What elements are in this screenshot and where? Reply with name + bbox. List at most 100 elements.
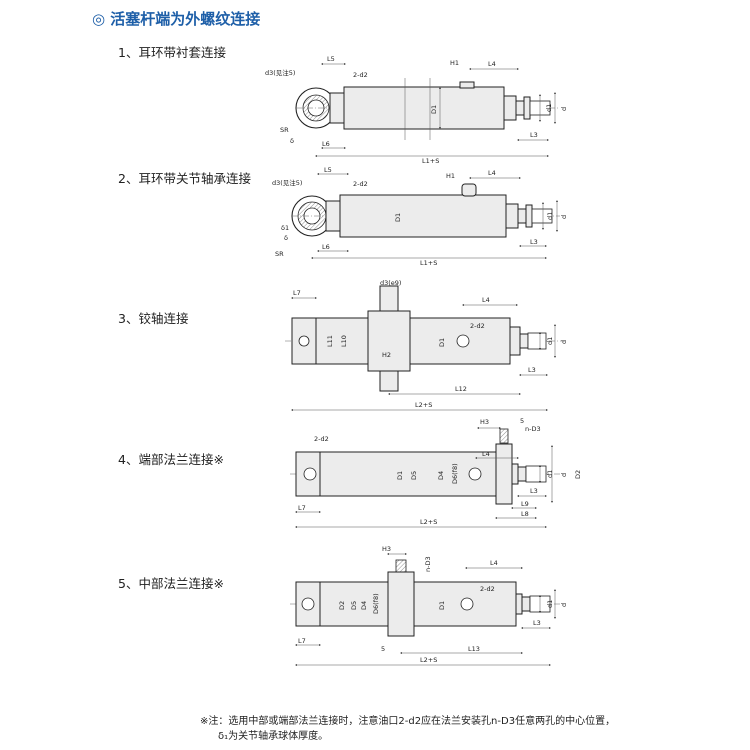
dim-L3: L3 [528,366,536,374]
section-4-label: 4、端部法兰连接※ [118,452,224,467]
section-1-label: 1、耳环带衬套连接 [118,45,226,60]
diagram-3: L7 d3(e9) L4 2-d2 L11 L10 H2 D1 d1 d L3 … [285,279,568,411]
dim-d3: d3(e9) [380,279,401,287]
section-5-label: 5、中部法兰连接※ [118,576,224,591]
dim-L7: L7 [293,289,301,297]
gland [511,463,519,485]
dim-D6: D6(f8) [372,593,380,614]
gland [505,203,519,229]
dim-L4: L4 [482,450,490,458]
gland [515,593,523,615]
dim-L6: L6 [322,140,330,148]
dim-H1: H1 [446,172,455,180]
dim-L2S: L2+S [420,518,437,526]
dim-d3: d3(见注5) [265,68,295,77]
cylinder-tube [343,86,505,130]
rod [521,596,531,612]
dim-H3: H3 [480,418,489,426]
dim-d2: 2-d2 [470,322,485,330]
gland [503,95,517,121]
dim-L5: L5 [327,55,335,63]
dim-D1: D1 [394,213,402,222]
dim-D5: D5 [350,601,358,610]
dim-L4: L4 [488,60,496,68]
dim-d1: d1 [546,337,554,345]
dim-L10: L10 [340,335,348,347]
cylinder-tube [319,581,517,627]
dim-d1: d1 [546,470,554,478]
trunnion-pin-bottom [379,370,399,392]
dim-d: d [560,107,568,111]
dim-D6: D6(f8) [451,463,459,484]
rod [515,100,525,116]
dim-L7: L7 [298,504,306,512]
dim-delta1: δ1 [281,224,289,232]
dim-L4: L4 [482,296,490,304]
dim-L5: L5 [324,166,332,174]
oil-port-rear [303,467,317,481]
dim-d1: d1 [546,600,554,608]
dim-d: d [560,215,568,219]
page-title: ◎ 活塞杆端为外螺纹连接 [92,10,261,28]
thread [527,332,547,350]
end-flange [495,443,513,505]
dim-D2: D2 [338,601,346,610]
dim-d2: 2-d2 [480,585,495,593]
section-3-label: 3、铰轴连接 [118,311,189,326]
dim-nD3: n-D3 [424,556,432,572]
dim-L1S: L1+S [420,259,437,267]
dim-D5: D5 [410,471,418,480]
dim-H1: H1 [450,59,459,67]
diagram-5: H3 n-D3 L4 2-d2 D2 D5 D4 D6(f8) D1 d1 d … [290,545,568,666]
dim-SR: SR [280,126,289,134]
dim-d1: d1 [546,212,554,220]
dim-d2: 2-d2 [353,71,368,79]
dim-D4: D4 [437,471,445,480]
note-line-2: δ₁为关节轴承球体厚度。 [218,731,329,742]
oil-port [461,183,477,197]
dim-L3: L3 [530,487,538,495]
diagram-1: d3(见注5) L5 2-d2 H1 L4 SR δ L6 L1+S L3 D1… [265,55,568,165]
oil-port-rear [301,597,315,611]
dim-L3: L3 [530,131,538,139]
middle-flange [387,571,415,637]
rod [517,208,527,224]
dim-d2: 2-d2 [314,435,329,443]
oil-port-front [468,467,482,481]
dim-D1: D1 [438,338,446,347]
dim-D1: D1 [396,471,404,480]
note-line-1: ※注：选用中部或端部法兰连接时，注意油口2-d2应在法兰安装孔n-D3任意两孔的… [200,716,616,727]
oil-port-front [460,597,474,611]
dim-L4: L4 [488,169,496,177]
dim-L11: L11 [326,335,334,347]
dim-L3: L3 [530,238,538,246]
dim-L13: L13 [468,645,480,653]
nut [525,204,533,228]
dim-L2S: L2+S [415,401,432,409]
section-2-label: 2、耳环带关节轴承连接 [118,171,251,186]
flange-hole [395,559,407,573]
dim-L9: L9 [521,500,529,508]
cylinder-tube [339,194,507,238]
trunnion-pin-top [379,285,399,312]
dim-d3: d3(见注5) [272,178,302,187]
dim-L1S: L1+S [422,157,439,165]
dim-nD3: n-D3 [525,425,541,433]
dim-d: d [560,603,568,607]
oil-port-rear [298,335,310,347]
dim-SR: SR [275,250,284,258]
gland [509,326,521,356]
rear-cap [329,92,345,124]
nut [523,96,531,120]
trunnion-block [367,310,411,372]
dim-D1: D1 [430,105,438,114]
cylinder-tube [319,451,497,497]
dim-L4: L4 [490,559,498,567]
dim-H2: H2 [382,351,391,359]
oil-port [459,81,475,89]
rear-cap [325,200,341,232]
dim-L3: L3 [533,619,541,627]
dim-d1: d1 [545,104,553,112]
dim-five: 5 [381,645,385,653]
rod [519,333,529,349]
